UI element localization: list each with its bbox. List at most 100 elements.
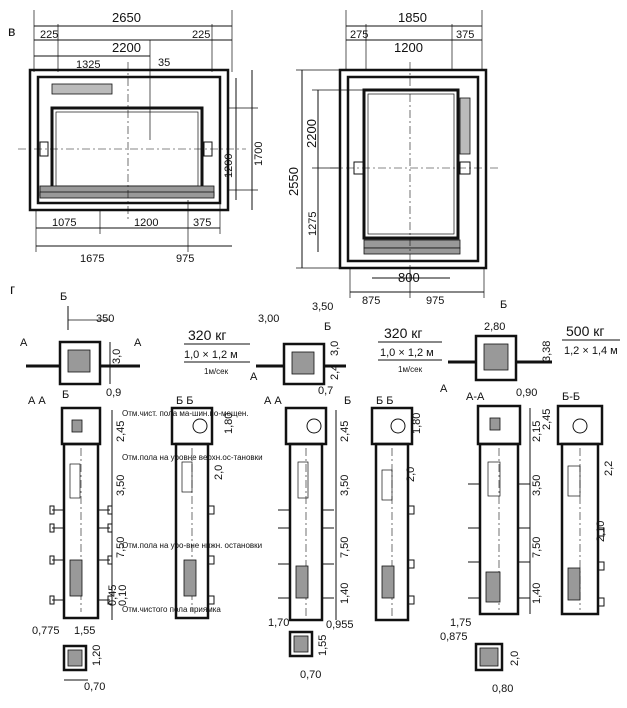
section-group-1: Б 350 А А 3,0 0,9 А А Б 2,45 3,50 7,50 0… [20, 291, 263, 693]
cap2-load: 320 кг [384, 325, 422, 341]
plan2-door-sill [363, 239, 461, 249]
cap2-speed: 1м/сек [398, 365, 423, 374]
sec3-cut-a-left: А [440, 383, 448, 395]
plan2-bottom-left: 875 [362, 295, 380, 307]
sec2-cut-b: Б [324, 321, 331, 333]
plan1-bottom-dimensions: 1075 1200 375 1675 975 [35, 200, 232, 265]
sec3-top-w: 2,80 [484, 321, 505, 333]
sec3-bot-a: 1,75 [450, 617, 471, 629]
sec1-b-cab: 2,0 [213, 465, 225, 480]
plan2-left-edge: 275 [350, 29, 368, 41]
sec3-mr-b: 2,45 [541, 409, 553, 430]
sec2-title-b: Б [344, 395, 351, 407]
plan2-height-inner: 2200 [304, 119, 319, 148]
sec3-cut-b: Б [500, 299, 507, 311]
panel-label-g: г [10, 281, 15, 297]
plan2-bottom-dimensions: 800 875 975 [349, 268, 485, 307]
plan2-left-dimensions: 2550 2200 1275 [286, 69, 364, 269]
sec2-mid: 7,50 [339, 537, 351, 558]
plan1-bottom-total-left: 1675 [80, 253, 104, 265]
cap1-speed: 1м/сек [204, 367, 229, 376]
plan1-bottom-door: 1200 [134, 217, 158, 229]
sec3-pit: 1,40 [531, 583, 543, 604]
sec1-pit-b: 0,10 [117, 585, 129, 606]
panel-label-v: в [8, 23, 15, 39]
sec1-top-h: 3,0 [111, 349, 123, 364]
sec1-note4: Отм.чистого пола приямка [122, 605, 221, 614]
sec1-top-w: 350 [96, 313, 114, 325]
cap1-load: 320 кг [188, 327, 226, 343]
plan1-right-dimensions: 1200 1700 [223, 70, 265, 210]
sec1-cut-b: Б [60, 291, 67, 303]
plan2-bottom-right: 975 [426, 295, 444, 307]
plan1-right-edge: 225 [192, 29, 210, 41]
sec1-bot-a: 0,775 [32, 625, 60, 637]
section-group-3: Б 2,80 А 3,38 0,90 А-А 2,15 2,45 3,50 7,… [440, 299, 615, 695]
cap3-size: 1,2 × 1,4 м [564, 345, 618, 357]
plan1-shaft [18, 62, 246, 222]
plan1-bottom-left: 1075 [52, 217, 76, 229]
sec2-upper: 3,50 [339, 475, 351, 496]
plan1-depth-total: 1700 [253, 142, 265, 166]
plan2-height-lower: 1275 [307, 212, 319, 236]
sec2-bot-a: 1,70 [268, 617, 289, 629]
plan1-inner: 2200 [112, 40, 141, 55]
plan2-overall: 1850 [398, 10, 427, 25]
plan2-shaft [330, 62, 500, 280]
sec2-title-aa: А А [264, 395, 282, 407]
plan2-height-total: 2550 [286, 167, 301, 196]
plan1-overall: 2650 [112, 10, 141, 25]
plan2-right-edge: 375 [456, 29, 474, 41]
sec2-title-bb: Б Б [376, 395, 394, 407]
sec2-dim-24: 2,4 [329, 365, 341, 380]
sec1-cut-a-left: А [20, 337, 28, 349]
cap2-size: 1,0 × 1,2 м [380, 347, 434, 359]
sec3-upper: 3,50 [531, 475, 543, 496]
plan2-inner: 1200 [394, 40, 423, 55]
sec1-bot-b: 1,55 [74, 625, 95, 637]
plan2-door: 800 [398, 270, 420, 285]
sec2-b-top: 1,80 [411, 413, 423, 434]
plan1-counterweight [51, 83, 113, 95]
sec1-bot-d: 0,70 [84, 681, 105, 693]
sec3-bot-c: 2,0 [509, 651, 521, 666]
sec3-mr-a: 2,15 [531, 421, 543, 442]
sec1-mid: 7,50 [115, 537, 127, 558]
sec3-b-cab: 2,10 [595, 521, 607, 542]
sec2-mr-h: 2,45 [339, 421, 351, 442]
plan1-half: 1325 [76, 59, 100, 71]
sec3-bot-b: 0,875 [440, 631, 468, 643]
section-group-2: 3,00 3,50 Б А 3,0 2,4 0,7 А А Б 2,45 3,5… [250, 301, 423, 681]
sec3-title-bb: Б-Б [562, 391, 580, 403]
plan1-bottom-right: 375 [193, 217, 211, 229]
sec2-pit: 1,40 [339, 583, 351, 604]
sec2-top-r: 3,50 [312, 301, 333, 313]
sec3-mid: 7,50 [531, 537, 543, 558]
cap3-load: 500 кг [566, 323, 604, 339]
sec2-cut-a-left: А [250, 371, 258, 383]
sec1-note2: Отм.пола на уровне верхн.ос-тановки [122, 453, 263, 462]
sec3-dim-090: 0,90 [516, 387, 537, 399]
sec1-pit-a: 0,45 [107, 585, 119, 606]
sec1-note1: Отм.чист. пола ма-шин.по-мещен. [122, 409, 249, 418]
sec2-bot-d: 0,70 [300, 669, 321, 681]
sec3-b-top: 2,2 [603, 461, 615, 476]
sec2-bot-c: 1,55 [317, 635, 329, 656]
cap1-size: 1,0 × 1,2 м [184, 349, 238, 361]
sec2-dim-07: 0,7 [318, 385, 333, 397]
plan1-left-edge: 225 [40, 29, 58, 41]
sec1-upper: 3,50 [115, 475, 127, 496]
sec1-title-bb: Б Б [176, 395, 194, 407]
sec1-bot-c: 1,20 [91, 645, 103, 666]
plan1-offset: 35 [158, 57, 170, 69]
plan2-car [362, 88, 460, 240]
sec1-cut-a-right: А [134, 337, 142, 349]
sec1-title-aa: А А [28, 395, 46, 407]
sec3-top-h: 3,38 [541, 341, 553, 362]
plan1-top-dimensions: 2650 225 2200 225 1325 35 [33, 10, 233, 140]
plan1-depth-door: 1200 [223, 154, 235, 178]
sec1-mr-h: 2,45 [115, 421, 127, 442]
plan2-top-dimensions: 1850 275 1200 375 [345, 10, 483, 70]
sec2-top-h: 3,0 [329, 341, 341, 356]
